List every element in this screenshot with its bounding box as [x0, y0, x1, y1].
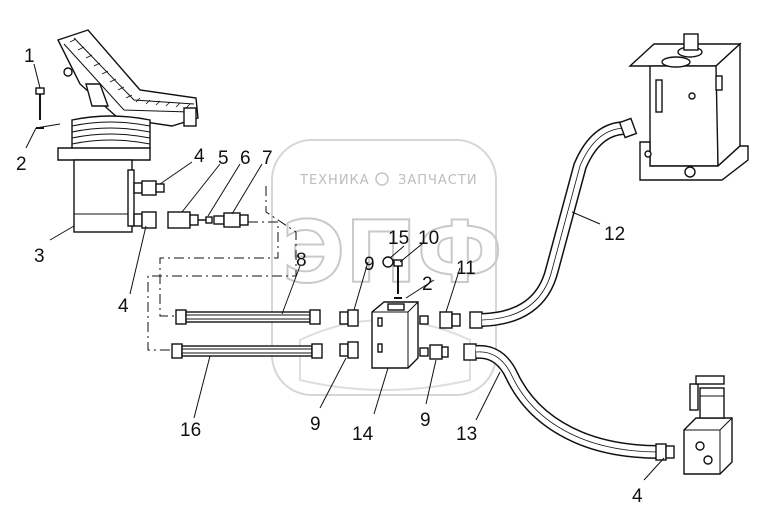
callout-8: 8 — [296, 250, 307, 271]
callout-5: 5 — [218, 148, 229, 169]
callout-4-left: 4 — [118, 296, 129, 317]
watermark-brand: ЭПФ — [282, 203, 502, 303]
control-valve — [683, 375, 733, 475]
valve-body-housing — [57, 147, 151, 233]
hose-13 — [463, 343, 675, 461]
callout-15: 15 — [388, 228, 409, 249]
callout-11: 11 — [456, 258, 476, 279]
callout-2: 2 — [16, 154, 27, 175]
dash-line-b — [147, 186, 297, 351]
callout-1: 1 — [24, 46, 35, 67]
dash-line-a — [159, 221, 279, 317]
bolt — [35, 87, 45, 129]
bolt-10 — [382, 256, 403, 299]
oil-tank — [628, 33, 749, 181]
hose-12 — [469, 117, 638, 329]
adapter-9-upper — [339, 309, 359, 327]
foot-pedal — [57, 29, 199, 127]
gear-icon — [375, 172, 389, 186]
fitting-9-right — [419, 344, 449, 360]
distribution-block — [371, 301, 419, 369]
callout-7: 7 — [262, 148, 273, 169]
callout-3: 3 — [34, 246, 45, 267]
callout-2-block: 2 — [422, 274, 433, 295]
callout-9-bottom: 9 — [310, 414, 321, 435]
fitting-chain — [133, 211, 249, 229]
watermark: ТЕХНИКА ЗАПЧАСТИ ЭПФ — [271, 139, 503, 396]
callout-9-right: 9 — [420, 410, 431, 431]
hose-16 — [171, 343, 323, 359]
callout-9-top: 9 — [364, 254, 375, 275]
callout-14: 14 — [352, 424, 374, 445]
watermark-caption-left: ТЕХНИКА — [299, 173, 370, 188]
rubber-boot — [71, 115, 151, 153]
callout-12: 12 — [604, 224, 625, 245]
callout-10: 10 — [418, 228, 439, 249]
callout-16: 16 — [180, 420, 201, 441]
callouts: 1 2 3 4 5 6 7 4 8 9 15 10 2 11 12 16 9 1… — [16, 46, 643, 507]
callout-13: 13 — [456, 424, 477, 445]
fitting-upper — [133, 180, 165, 196]
leader-lines — [25, 63, 665, 481]
callout-4-valve: 4 — [632, 486, 643, 507]
callout-4: 4 — [194, 146, 205, 167]
watermark-caption-right: ЗАПЧАСТИ — [398, 173, 478, 188]
hose-8 — [175, 309, 321, 325]
callout-6: 6 — [240, 148, 251, 169]
adapter-9-lower — [339, 341, 359, 359]
